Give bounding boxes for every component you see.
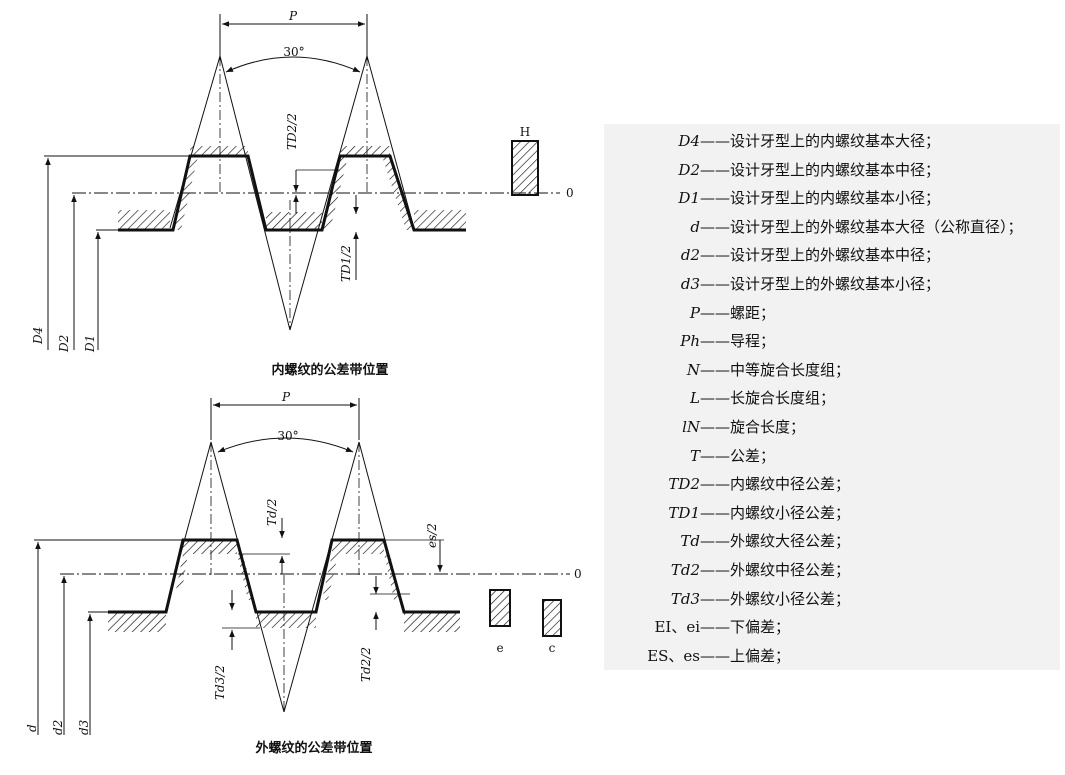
legend-row: D2——设计牙型上的内螺纹基本中径； <box>604 155 1060 185</box>
internal-dim-label-d4: D4 <box>31 327 45 345</box>
legend-description: ——长旋合长度组； <box>700 389 836 408</box>
legend-row: Td3——外螺纹小径公差； <box>604 584 1060 614</box>
legend-description: ——设计牙型上的外螺纹基本大径（公称直径）； <box>700 217 1023 236</box>
external-pitch-label: P <box>281 390 291 404</box>
legend-description: ——设计牙型上的内螺纹基本小径； <box>700 189 941 208</box>
legend-row: d——设计牙型上的外螺纹基本大径（公称直径）； <box>604 212 1060 242</box>
legend-description: ——旋合长度； <box>700 418 806 436</box>
legend-symbol: d2 <box>680 246 700 265</box>
external-zero-label: 0 <box>574 567 582 581</box>
legend-row: T——公差； <box>604 441 1060 471</box>
legend-row: d3——设计牙型上的外螺纹基本小径； <box>604 269 1060 299</box>
legend-symbol: TD1 <box>668 503 700 522</box>
legend-symbol: EI、ei <box>654 618 700 637</box>
legend-symbol: Td3 <box>670 589 700 608</box>
legend-row: ES、es——上偏差； <box>604 641 1060 671</box>
legend-row: TD2——内螺纹中径公差； <box>604 469 1060 499</box>
legend-symbol: N <box>686 360 700 379</box>
external-dim-label-d2: d2 <box>51 720 65 735</box>
internal-band-label-h: H <box>520 125 530 139</box>
external-dim-label-d3: d3 <box>77 719 91 735</box>
legend-row: d2——设计牙型上的外螺纹基本中径； <box>604 240 1060 270</box>
legend-row: D1——设计牙型上的内螺纹基本小径； <box>604 183 1060 213</box>
symbol-legend: D4——设计牙型上的内螺纹基本大径；D2——设计牙型上的内螺纹基本中径；D1——… <box>604 124 1060 670</box>
legend-symbol: L <box>690 389 700 408</box>
internal-thread-diagram: P 30° 0 D4 D2 D1 <box>31 9 574 378</box>
legend-symbol: ES、es <box>647 646 700 665</box>
internal-angle-label: 30° <box>283 45 304 59</box>
legend-description: ——导程； <box>700 332 776 351</box>
legend-description: ——设计牙型上的内螺纹基本中径； <box>700 160 941 179</box>
legend-symbol: d3 <box>680 275 700 293</box>
external-thread-diagram: P 30° 0 d d2 d3 <box>25 390 582 756</box>
internal-pitch-label: P <box>288 9 298 23</box>
legend-row: L——长旋合长度组； <box>604 383 1060 413</box>
legend-description: ——公差； <box>700 446 776 465</box>
legend-symbol: Td2 <box>670 561 700 579</box>
internal-dim-label-d2: D2 <box>57 335 71 353</box>
legend-description: ——外螺纹中径公差； <box>700 561 851 579</box>
external-thread-caption: 外螺纹的公差带位置 <box>254 740 372 756</box>
external-band-label-e: e <box>496 641 503 655</box>
legend-symbol: d <box>690 217 700 236</box>
legend-row: D4——设计牙型上的内螺纹基本大径； <box>604 126 1060 156</box>
legend-description: ——外螺纹大径公差； <box>700 532 851 551</box>
external-td2-label: Td2/2 <box>359 647 373 682</box>
legend-symbol: T <box>689 446 700 465</box>
legend-description: ——内螺纹小径公差； <box>700 503 851 522</box>
legend-description: ——上偏差； <box>700 646 791 665</box>
legend-symbol: lN <box>682 418 700 436</box>
legend-description: ——下偏差； <box>700 618 791 637</box>
internal-td2-label: TD2/2 <box>285 113 299 150</box>
internal-thread-caption: 内螺纹的公差带位置 <box>271 362 388 378</box>
legend-row: N——中等旋合长度组； <box>604 355 1060 385</box>
internal-td1-label: TD1/2 <box>339 245 353 282</box>
legend-symbol: TD2 <box>668 475 700 494</box>
legend-row: EI、ei——下偏差； <box>604 612 1060 642</box>
legend-description: ——内螺纹中径公差； <box>700 475 851 494</box>
legend-description: ——设计牙型上的外螺纹基本中径； <box>700 246 941 265</box>
legend-description: ——中等旋合长度组； <box>700 360 851 379</box>
legend-description: ——设计牙型上的内螺纹基本大径； <box>700 132 941 150</box>
legend-symbol: P <box>689 303 700 322</box>
legend-row: lN——旋合长度； <box>604 412 1060 442</box>
legend-row: Td——外螺纹大径公差； <box>604 526 1060 556</box>
legend-row: TD1——内螺纹小径公差； <box>604 498 1060 528</box>
external-dim-label-d: d <box>25 724 39 732</box>
legend-row: Td2——外螺纹中径公差； <box>604 555 1060 585</box>
internal-dim-label-d1: D1 <box>83 335 97 353</box>
legend-description: ——外螺纹小径公差； <box>700 589 851 608</box>
legend-symbol: D4 <box>678 132 700 150</box>
legend-row: P——螺距； <box>604 298 1060 328</box>
external-es-label: es/2 <box>425 523 439 548</box>
legend-symbol: D2 <box>678 160 700 179</box>
external-td-label: Td/2 <box>265 499 279 526</box>
legend-symbol: Td <box>680 532 700 551</box>
legend-symbol: D1 <box>678 189 700 208</box>
legend-description: ——设计牙型上的外螺纹基本小径； <box>700 275 941 293</box>
internal-zero-label: 0 <box>566 186 574 200</box>
legend-row: Ph——导程； <box>604 326 1060 356</box>
external-td3-label: Td3/2 <box>213 665 227 700</box>
external-angle-label: 30° <box>277 429 298 443</box>
legend-description: ——螺距； <box>700 303 776 322</box>
legend-symbol: Ph <box>680 332 700 351</box>
external-band-label-c: c <box>549 641 556 655</box>
